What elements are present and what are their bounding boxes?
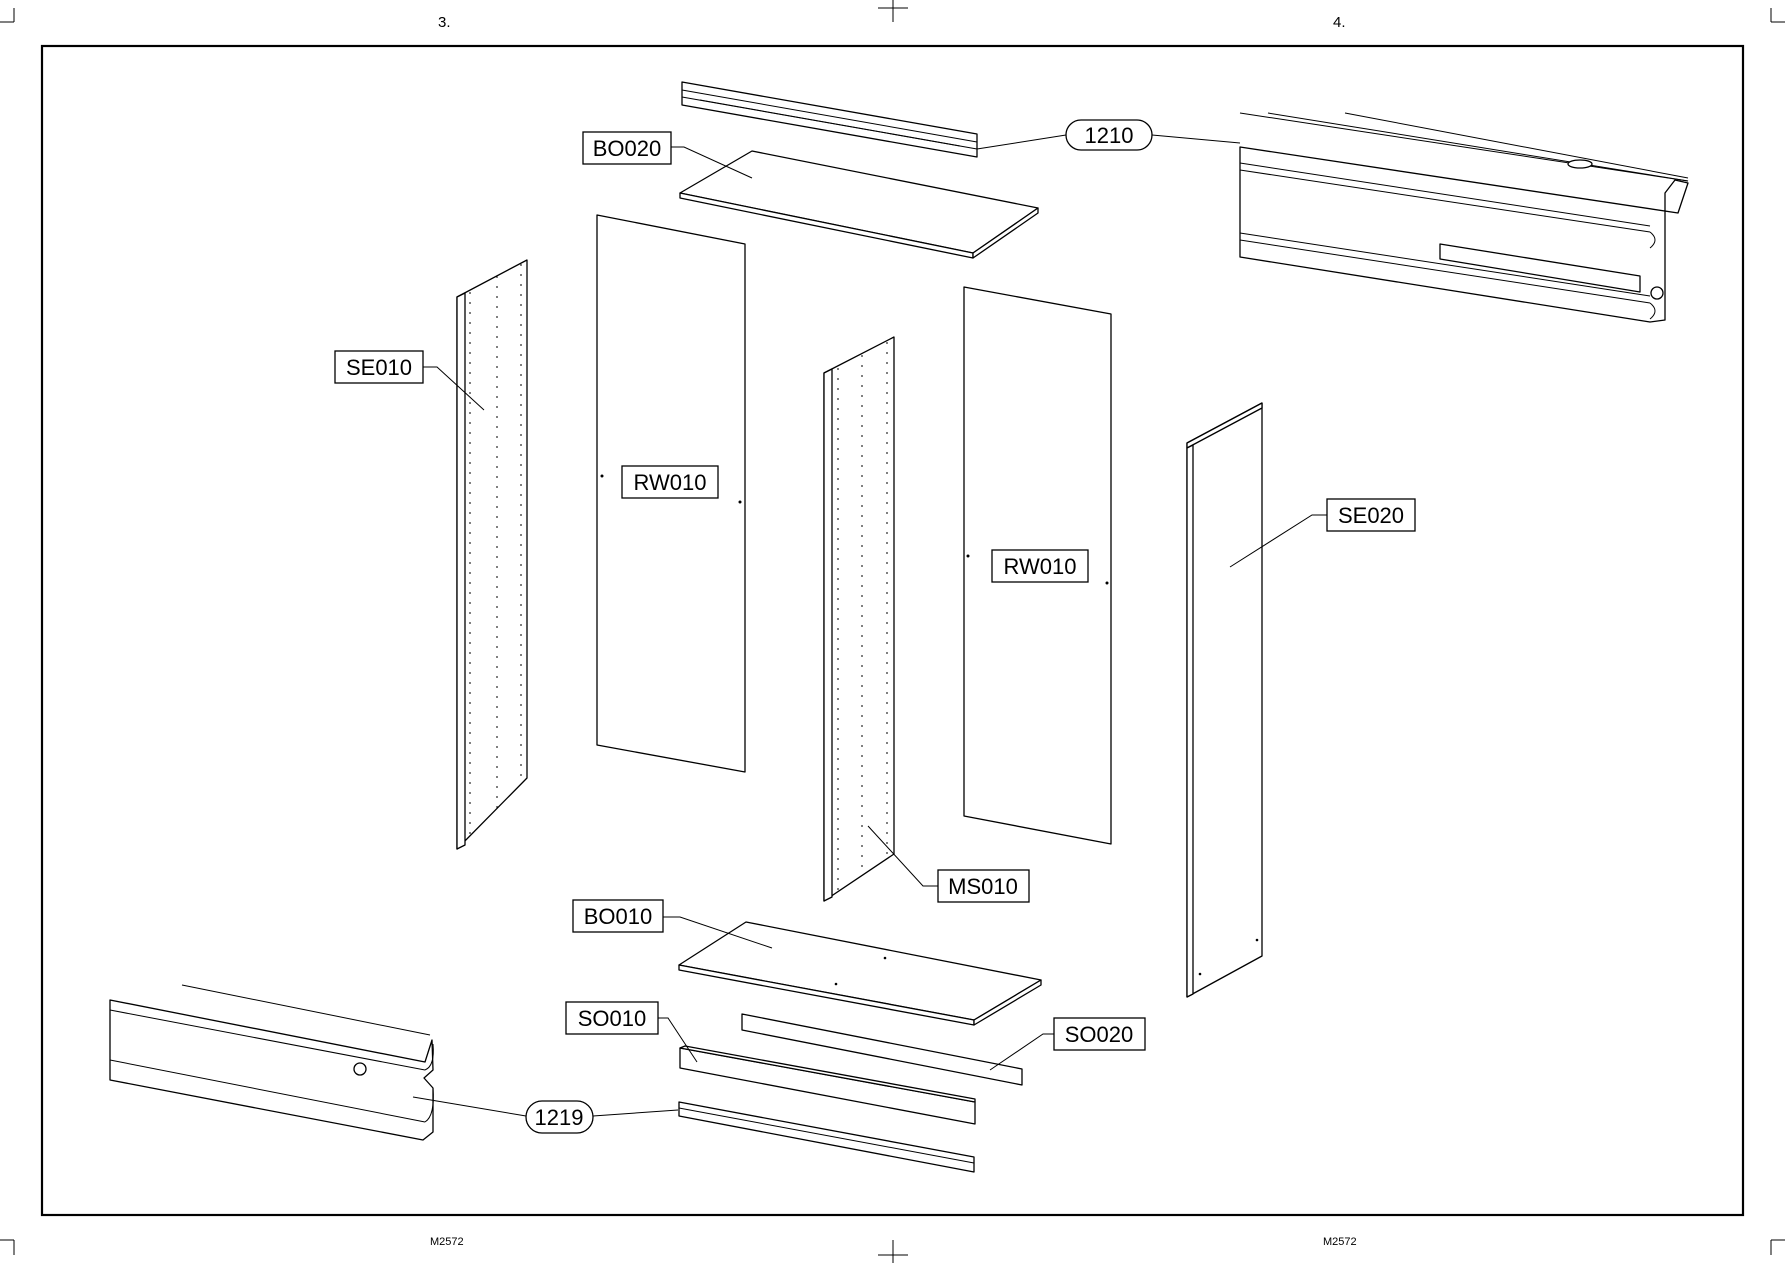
step-number-3: 3. — [438, 14, 451, 31]
label-1210-text: 1210 — [1085, 123, 1134, 148]
label-bo020: BO020 — [582, 131, 672, 165]
panel-se010 — [456, 259, 528, 850]
label-rw010-right-text: RW010 — [1004, 554, 1077, 579]
footer-code-right: M2572 — [1323, 1236, 1357, 1248]
label-rw010-left: RW010 — [621, 465, 719, 499]
label-bo020-text: BO020 — [593, 136, 662, 161]
panel-bo010 — [678, 921, 1042, 1026]
label-bo010: BO010 — [572, 899, 664, 933]
label-so010: SO010 — [565, 1001, 659, 1035]
label-rw010-right: RW010 — [991, 549, 1089, 583]
panel-ms010 — [823, 336, 895, 902]
label-so010-text: SO010 — [578, 1006, 647, 1031]
label-se010-text: SE010 — [346, 355, 412, 380]
label-bo010-text: BO010 — [584, 904, 653, 929]
label-1219-text: 1219 — [535, 1105, 584, 1130]
drawing-frame — [40, 44, 1745, 1217]
label-se020-text: SE020 — [1338, 503, 1404, 528]
rail-1210-detail — [1239, 112, 1689, 323]
panel-bo020 — [679, 150, 1039, 259]
footer-code-left: M2572 — [430, 1236, 464, 1248]
panel-se020 — [1186, 402, 1263, 998]
label-1219: 1219 — [525, 1100, 594, 1134]
label-ms010-text: MS010 — [948, 874, 1018, 899]
label-so020: SO020 — [1053, 1017, 1146, 1051]
step-number-4: 4. — [1333, 14, 1346, 31]
plinth-so020 — [741, 1013, 1023, 1086]
leader-lines — [412, 134, 1327, 1117]
label-se010: SE010 — [334, 350, 424, 384]
label-ms010: MS010 — [937, 869, 1030, 903]
rail-1210-small — [681, 81, 978, 158]
plinth-so010 — [679, 1045, 976, 1125]
label-1210: 1210 — [1065, 119, 1153, 151]
label-so020-text: SO020 — [1065, 1022, 1134, 1047]
label-se020: SE020 — [1326, 498, 1416, 532]
label-rw010-left-text: RW010 — [634, 470, 707, 495]
rail-1219-detail — [109, 984, 434, 1141]
rail-1219-small — [678, 1101, 975, 1173]
